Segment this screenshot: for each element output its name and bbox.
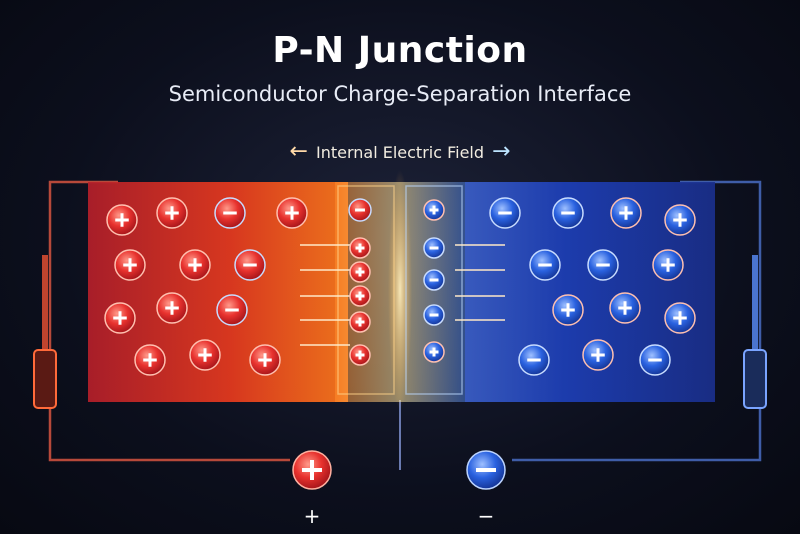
right-cell <box>743 349 767 409</box>
hole-icon <box>156 197 188 229</box>
positive-terminal-icon <box>302 460 322 480</box>
electron-plus-icon <box>664 302 696 334</box>
hole-icon <box>114 249 146 281</box>
electron-icon <box>552 197 584 229</box>
electron-icon <box>518 344 550 376</box>
holes <box>104 197 372 376</box>
hole-minus-icon <box>234 249 266 281</box>
electron-icon <box>489 197 521 229</box>
hole-icon <box>104 302 136 334</box>
positive-terminal-label: + <box>303 504 321 528</box>
wire-right <box>512 180 762 462</box>
wire-left <box>48 180 290 462</box>
hole-icon <box>276 197 308 229</box>
electron-plus-icon <box>664 204 696 236</box>
depletion-ion-icon <box>349 237 371 259</box>
electron-icon <box>639 344 671 376</box>
hole-icon <box>189 339 221 371</box>
hole-icon <box>156 292 188 324</box>
diagram-title: P-N Junction <box>272 30 528 71</box>
depletion-ion-icon <box>349 261 371 283</box>
negative-terminal-label: − <box>477 504 495 528</box>
hole-icon <box>179 249 211 281</box>
field-label: Internal Electric Field <box>315 142 485 162</box>
electron-plus-icon <box>609 292 641 324</box>
hole-minus-icon <box>214 197 246 229</box>
electron-plus-icon <box>652 249 684 281</box>
depletion-ion-icon <box>349 285 371 307</box>
depletion-ion-icon <box>423 237 445 259</box>
depletion-ion-icon <box>423 269 445 291</box>
electron-icon <box>587 249 619 281</box>
depletion-border-right <box>405 185 463 395</box>
left-cell <box>33 349 57 409</box>
electron-plus-icon <box>582 339 614 371</box>
depletion-ion-icon <box>423 341 445 363</box>
electrons <box>423 197 696 376</box>
hole-minus-icon <box>216 294 248 326</box>
arrow-right-icon: → <box>492 139 511 164</box>
electron-icon <box>529 249 561 281</box>
junction-glow <box>388 170 412 410</box>
hole-icon <box>249 344 281 376</box>
depletion-ion-icon <box>348 198 372 222</box>
depletion-ion-icon <box>349 311 371 333</box>
depletion-ion-icon <box>349 344 371 366</box>
field-arrows <box>300 244 505 346</box>
hole-icon <box>134 344 166 376</box>
field-label-row: ← Internal Electric Field → <box>0 140 800 164</box>
depletion-ion-icon <box>423 199 445 221</box>
arrow-left-icon: ← <box>289 139 308 164</box>
electron-plus-icon <box>610 197 642 229</box>
depletion-border-left <box>337 185 395 395</box>
diagram-subtitle: Semiconductor Charge-Separation Interfac… <box>168 82 632 106</box>
electron-plus-icon <box>552 294 584 326</box>
depletion-ion-icon <box>423 304 445 326</box>
hole-icon <box>106 204 138 236</box>
